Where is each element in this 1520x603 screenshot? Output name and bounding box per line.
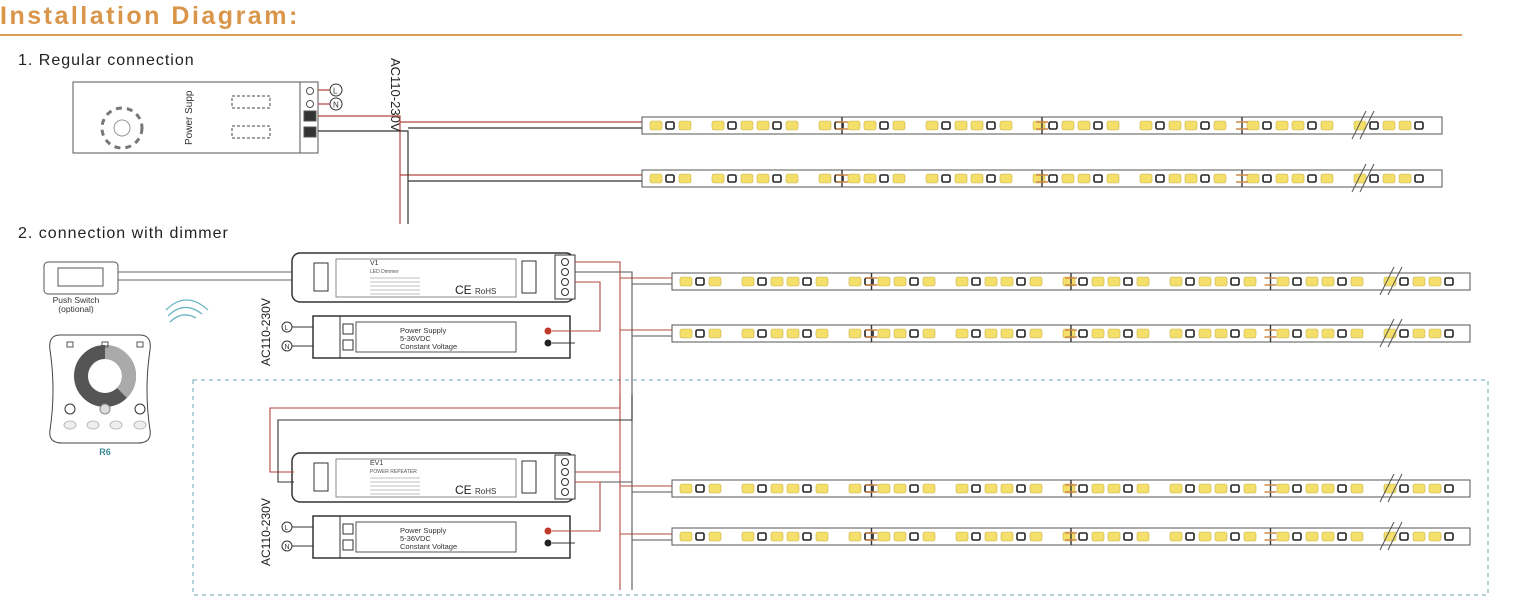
ac-voltage-label: AC110-230V <box>388 58 403 132</box>
terminal-n: N <box>285 544 290 551</box>
power-supply-unit <box>72 81 343 154</box>
wireless-signal-icon <box>165 299 209 323</box>
psu-text-line1: Power Supply <box>400 326 447 335</box>
led-strip <box>671 473 1471 503</box>
section2-wires <box>269 261 672 590</box>
push-switch-note: (optional) <box>58 304 94 314</box>
model-label: EV1 <box>370 460 383 467</box>
led-strip <box>671 521 1471 551</box>
psu-text-line1: Power Supply <box>400 526 447 535</box>
led-strip <box>641 163 1443 193</box>
terminal-n: N <box>333 101 339 110</box>
power-supply-label: Power Supp <box>184 90 195 145</box>
led-strip <box>641 110 1443 140</box>
rohs-mark: RoHS <box>475 287 496 296</box>
section-2-heading: 2. connection with dimmer <box>18 225 229 242</box>
terminal-n: N <box>285 344 290 351</box>
rohs-mark: RoHS <box>475 487 496 496</box>
section-1-heading: 1. Regular connection <box>18 52 195 69</box>
push-switch <box>43 261 294 295</box>
model-label: V1 <box>370 260 379 267</box>
led-strip <box>671 266 1471 296</box>
ac-voltage-label: AC110-230V <box>259 498 273 566</box>
page-title: Installation Diagram: <box>0 2 300 30</box>
led-strip <box>671 318 1471 348</box>
psu-text-line2: 5-36VDC <box>400 334 431 343</box>
ce-mark: CE <box>455 283 472 297</box>
push-switch-label: Push Switch <box>53 295 100 305</box>
psu-text-line3: Constant Voltage <box>400 342 457 351</box>
psu-text-line3: Constant Voltage <box>400 542 457 551</box>
terminal-l: L <box>285 525 289 532</box>
device-name: LED Dimmer <box>370 269 399 275</box>
psu-text-line2: 5-36VDC <box>400 534 431 543</box>
title-divider <box>0 34 1462 36</box>
repeater-extension-frame <box>192 379 1489 596</box>
ce-mark: CE <box>455 483 472 497</box>
device-name: POWER REPEATER <box>370 469 417 475</box>
remote-model-label: R6 <box>99 447 111 457</box>
terminal-l: L <box>333 87 338 96</box>
section1-wires <box>318 89 642 224</box>
remote-control-r6[interactable] <box>49 334 151 444</box>
terminal-l: L <box>285 325 289 332</box>
ac-voltage-label: AC110-230V <box>259 298 273 366</box>
